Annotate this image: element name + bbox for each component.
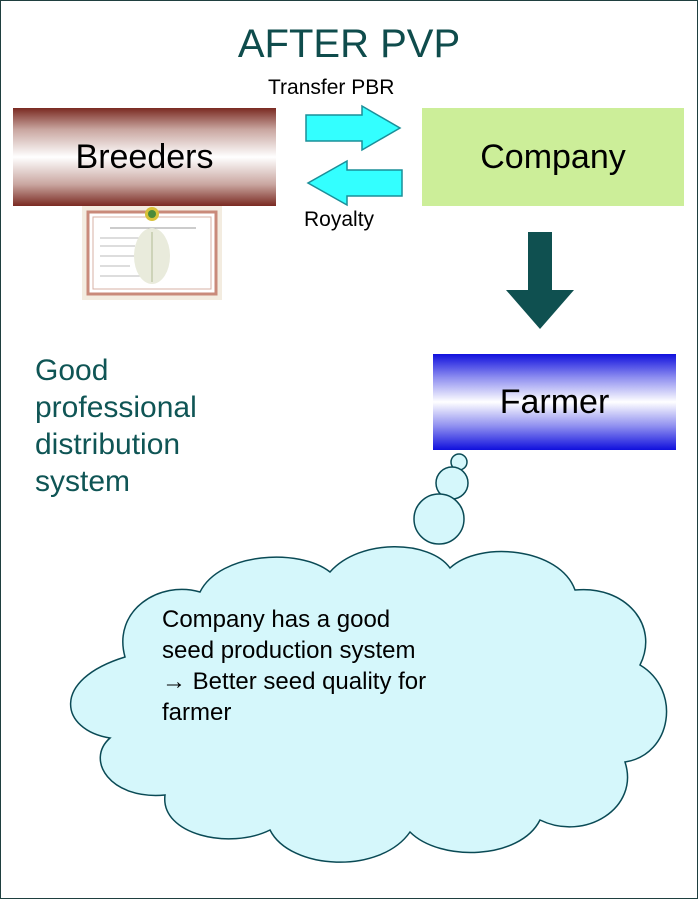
transfer-arrow-icon xyxy=(305,104,402,152)
breeders-label: Breeders xyxy=(75,137,214,176)
distribution-note-line: distribution xyxy=(35,428,181,461)
farmer-label: Farmer xyxy=(499,382,610,421)
cloud-line: Company has a good xyxy=(162,606,391,633)
thought-cloud xyxy=(69,546,668,863)
certificate-icon xyxy=(82,206,222,300)
distribution-note-line: professional xyxy=(35,391,197,424)
company-box: Company xyxy=(422,108,684,206)
cloud-text: Company has a good seed production syste… xyxy=(162,604,542,728)
distribution-note-line: system xyxy=(35,465,131,498)
thought-bubble-3 xyxy=(413,493,465,545)
distribution-note-line: Good xyxy=(35,354,109,387)
farmer-box: Farmer xyxy=(433,354,676,450)
royalty-arrow-icon xyxy=(306,159,403,207)
cloud-line: → Better seed quality for xyxy=(162,668,427,695)
company-label: Company xyxy=(480,137,626,176)
distribution-note: Good professional distribution system xyxy=(35,352,197,500)
royalty-label: Royalty xyxy=(304,208,375,231)
cloud-line: farmer xyxy=(162,699,232,726)
down-arrow-icon xyxy=(506,232,574,329)
slide-title: AFTER PVP xyxy=(237,22,461,66)
cloud-line: seed production system xyxy=(162,637,416,664)
transfer-pbr-label: Transfer PBR xyxy=(268,76,395,99)
breeders-box: Breeders xyxy=(13,108,276,206)
